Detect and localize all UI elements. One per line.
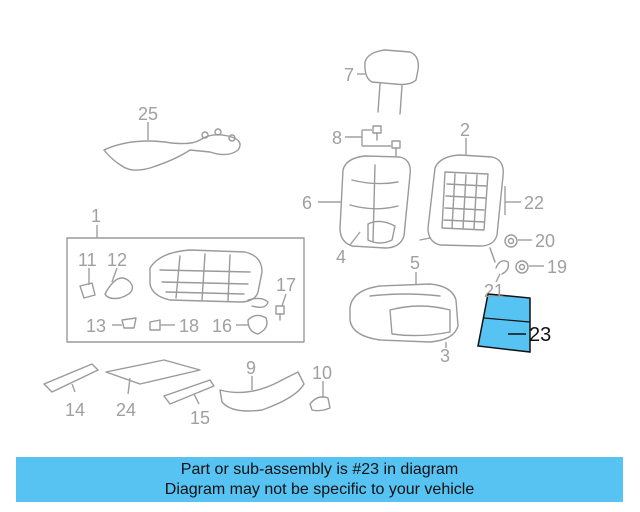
callout-22: 22: [524, 193, 544, 213]
callout-12: 12: [107, 250, 127, 270]
part-13-bracket: [121, 317, 137, 329]
part-15-rail: [163, 379, 215, 405]
part-17-bolt: [275, 305, 285, 321]
callout-16: 16: [212, 316, 232, 336]
callout-23: 23: [529, 324, 551, 346]
callout-9: 9: [246, 358, 256, 378]
part-2-seatback-frame: [419, 154, 504, 263]
callout-15: 15: [190, 408, 210, 428]
callout-11: 11: [78, 250, 97, 270]
callout-13: 13: [86, 316, 106, 336]
part-24-pad: [105, 359, 201, 385]
part-10-handle: [309, 396, 331, 412]
part-25-heater-harness: [103, 128, 241, 171]
callout-19: 19: [547, 257, 567, 277]
part-14-trim: [43, 363, 99, 393]
banner-line-2: Diagram may not be specific to your vehi…: [164, 480, 475, 498]
part-21-clip: [495, 260, 510, 275]
callout-18: 18: [179, 316, 199, 336]
leader-lines: [71, 73, 544, 405]
part-18-clip: [149, 319, 161, 331]
callout-24: 24: [116, 400, 136, 420]
part-3-seat-cushion: [349, 283, 459, 343]
part-11-latch: [79, 282, 96, 299]
callout-10: 10: [312, 363, 332, 383]
callout-7: 7: [344, 65, 354, 85]
part-1-group-box: [66, 225, 305, 343]
part-19-knob: [515, 260, 529, 274]
seat-cushion-frame: [149, 249, 269, 309]
callout-1: 1: [91, 206, 101, 226]
part-9-side-shield: [219, 371, 305, 412]
part-20-knob: [504, 234, 518, 248]
callout-3: 3: [440, 346, 450, 366]
callout-8: 8: [332, 128, 342, 148]
callout-20: 20: [535, 231, 555, 251]
callout-4: 4: [336, 247, 346, 267]
callout-17: 17: [276, 275, 296, 295]
banner-line-1: Part or sub-assembly is #23 in diagram: [180, 460, 459, 478]
part-23-highlighted-panel: [477, 293, 531, 353]
callout-6: 6: [302, 193, 312, 213]
callout-5: 5: [410, 253, 420, 273]
part-7-headrest: [364, 49, 420, 115]
callout-21: 21: [484, 281, 504, 301]
info-banner: Part or sub-assembly is #23 in diagram D…: [16, 457, 623, 502]
callout-14: 14: [65, 400, 85, 420]
callout-25: 25: [138, 104, 158, 124]
part-12-cable: [104, 277, 134, 300]
part-16-motor: [247, 314, 268, 335]
seat-exploded-diagram: 25 7 8 6 4 2 22 20 19 21 5 3 1 11 12 17 …: [43, 49, 567, 428]
callout-labels: 25 7 8 6 4 2 22 20 19 21 5 3 1 11 12 17 …: [65, 65, 567, 428]
part-8-bolts: [372, 125, 401, 157]
callout-2: 2: [460, 120, 470, 140]
part-6-seatback-cushion: [339, 155, 411, 249]
